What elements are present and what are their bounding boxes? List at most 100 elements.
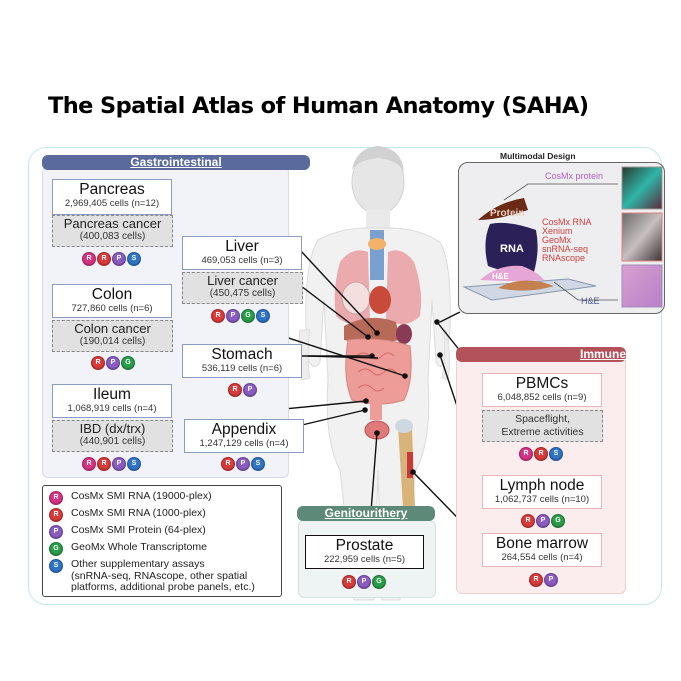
badge-r1000-icon: R <box>49 508 63 522</box>
pancreas-cancer-name: Pancreas cancer <box>63 216 162 231</box>
liver-name: Liver <box>225 238 259 255</box>
badge-r19000-icon: R <box>82 252 96 266</box>
prostate-box[interactable]: Prostate 222,959 cells (n=5) <box>305 535 424 569</box>
badge-r1000-icon: R <box>97 457 111 471</box>
badge-r19000-icon: R <box>519 447 533 461</box>
lymph-node-name: Lymph node <box>499 477 585 494</box>
colon-box[interactable]: Colon 727,860 cells (n=6) <box>52 284 172 318</box>
badge-r1000-icon: R <box>342 575 356 589</box>
badge-supplementary-icon: S <box>127 457 141 471</box>
figure-title: The Spatial Atlas of Human Anatomy (SAHA… <box>48 93 589 119</box>
protein-image <box>621 166 663 210</box>
badge-r1000-icon: R <box>97 252 111 266</box>
connector-dots <box>362 319 443 475</box>
badge-protein-icon: P <box>106 356 120 370</box>
badge-protein-icon: P <box>544 573 558 587</box>
protein-method: CosMx protein <box>545 171 603 181</box>
gastrointestinal-header: Gastrointestinal <box>42 155 310 170</box>
stomach-box[interactable]: Stomach 536,119 cells (n=6) <box>182 344 302 378</box>
colon-name: Colon <box>91 286 133 303</box>
ileum-box[interactable]: Ileum 1,068,919 cells (n=4) <box>52 384 172 418</box>
pancreas-box[interactable]: Pancreas 2,969,405 cells (n=12) <box>52 179 172 215</box>
colon-cancer-cells: (190,014 cells) <box>79 336 146 347</box>
rna-method: snRNA-seq <box>542 244 588 254</box>
badge-geomx-icon: G <box>49 542 63 556</box>
rna-layer <box>485 222 538 273</box>
pbmcs-condition-box[interactable]: Spaceflight, Extreme activities <box>482 410 603 442</box>
badge-geomx-icon: G <box>121 356 135 370</box>
immune-header: Immune <box>456 347 626 362</box>
protein-layer <box>478 198 528 220</box>
he-image <box>621 264 663 308</box>
badge-protein-icon: P <box>357 575 371 589</box>
pancreas-cancer-cells: (400,083 cells) <box>79 231 146 242</box>
pancreas-cells: 2,969,405 cells (n=12) <box>64 198 160 209</box>
appendix-name: Appendix <box>211 421 277 438</box>
ileum-cells: 1,068,919 cells (n=4) <box>67 403 157 414</box>
pbmcs-box[interactable]: PBMCs 6,048,852 cells (n=9) <box>482 373 602 407</box>
liver-box[interactable]: Liver 469,053 cells (n=3) <box>182 236 302 270</box>
lymph-node-box[interactable]: Lymph node 1,062,737 cells (n=10) <box>482 475 602 509</box>
pbmcs-name: PBMCs <box>515 375 569 392</box>
protein-layer-label: Protein <box>490 208 524 219</box>
colon-cancer-box[interactable]: Colon cancer (190,014 cells) <box>52 320 173 352</box>
multimodal-illustration: Protein RNA H&E CosMx protein CosMx RNA … <box>462 166 663 308</box>
stomach-name: Stomach <box>211 346 273 363</box>
badge-protein-icon: P <box>49 525 63 539</box>
badge-geomx-icon: G <box>372 575 386 589</box>
badge-r1000-icon: R <box>228 383 242 397</box>
genitourithery-header: Genitourithery <box>297 506 435 521</box>
liver-cells: 469,053 cells (n=3) <box>201 255 283 266</box>
badge-r1000-icon: R <box>221 457 235 471</box>
rna-method: Xenium <box>542 226 573 236</box>
badge-protein-icon: P <box>112 252 126 266</box>
badge-supplementary-icon: S <box>251 457 265 471</box>
liver-cancer-name: Liver cancer <box>207 273 278 288</box>
he-method: H&E <box>581 296 600 306</box>
ibd-cells: (440,901 cells) <box>79 436 146 447</box>
badge-r19000-icon: R <box>82 457 96 471</box>
ibd-name: IBD (dx/trx) <box>79 421 146 436</box>
appendix-cells: 1,247,129 cells (n=4) <box>199 438 289 449</box>
appendix-box[interactable]: Appendix 1,247,129 cells (n=4) <box>184 419 304 453</box>
bone-marrow-box[interactable]: Bone marrow 264,554 cells (n=4) <box>482 533 602 567</box>
badge-supplementary-icon: S <box>549 447 563 461</box>
badge-r1000-icon: R <box>529 573 543 587</box>
badge-protein-icon: P <box>226 309 240 323</box>
pbmcs-cells: 6,048,852 cells (n=9) <box>497 392 587 403</box>
he-layer <box>480 265 544 281</box>
badge-r1000-icon: R <box>91 356 105 370</box>
pancreas-cancer-box[interactable]: Pancreas cancer (400,083 cells) <box>52 215 173 247</box>
condition-line-1: Spaceflight, <box>515 413 570 425</box>
stomach-cells: 536,119 cells (n=6) <box>201 363 283 374</box>
liver-cancer-box[interactable]: Liver cancer (450,475 cells) <box>182 272 303 304</box>
legend-item: S Other supplementary assays(snRNA-seq, … <box>49 558 255 594</box>
badge-supplementary-icon: S <box>49 559 63 573</box>
badge-protein-icon: P <box>243 383 257 397</box>
badge-supplementary-icon: S <box>127 252 141 266</box>
rna-method: GeoMx <box>542 235 572 245</box>
rna-method: RNAscope <box>542 253 585 263</box>
badge-supplementary-icon: S <box>256 309 270 323</box>
lymph-node-cells: 1,062,737 cells (n=10) <box>494 494 590 505</box>
ileum-name: Ileum <box>93 386 131 403</box>
rna-method: CosMx RNA <box>542 217 592 227</box>
ibd-box[interactable]: IBD (dx/trx) (440,901 cells) <box>52 420 173 452</box>
badge-geomx-icon: G <box>241 309 255 323</box>
badge-r1000-icon: R <box>521 514 535 528</box>
bone-marrow-name: Bone marrow <box>495 535 589 552</box>
